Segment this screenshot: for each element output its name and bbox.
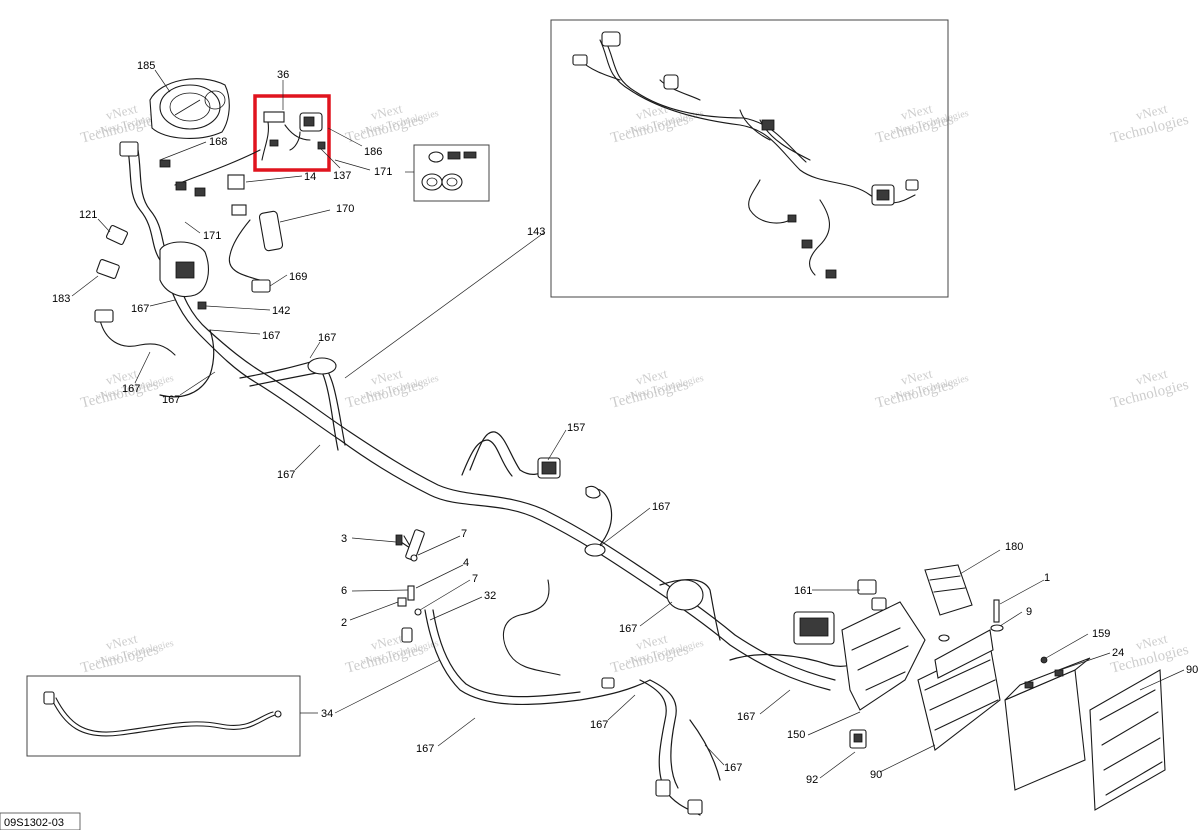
callout-9[interactable]: 9: [1026, 606, 1032, 618]
clip: [584, 543, 606, 557]
callout-90[interactable]: 90: [870, 769, 882, 781]
callout-161[interactable]: 161: [794, 585, 812, 597]
connector[interactable]: [687, 799, 703, 815]
callout-167[interactable]: 167: [590, 719, 608, 731]
callout-3[interactable]: 3: [341, 533, 347, 545]
grommet-kit[interactable]: [421, 151, 477, 191]
connector[interactable]: [94, 309, 114, 323]
callout-4[interactable]: 4: [463, 557, 469, 569]
callout-180[interactable]: 180: [1005, 541, 1023, 553]
callout-167[interactable]: 167: [131, 303, 149, 315]
callout-169[interactable]: 169: [289, 271, 307, 283]
watermark: vNext Technologies: [1109, 366, 1190, 412]
switch-92[interactable]: [849, 729, 867, 749]
highlight-box[interactable]: [253, 94, 331, 172]
fastener-set[interactable]: [395, 529, 425, 643]
watermark: vNext Technologies vNext Technologies: [609, 101, 705, 147]
gauge-cluster[interactable]: [149, 78, 230, 139]
watermark: vNext Technologies vNext Technologies: [874, 101, 970, 147]
callout-6[interactable]: 6: [341, 585, 347, 597]
diagram-code: 09S1302-03: [0, 812, 81, 831]
battery-tray[interactable]: [917, 629, 1001, 751]
callout-7[interactable]: 7: [461, 528, 467, 540]
watermark: vNext Technologies vNext Technologies: [79, 631, 175, 677]
callout-185[interactable]: 185: [137, 60, 155, 72]
coil-assembly[interactable]: [159, 241, 271, 310]
module-180[interactable]: [924, 564, 973, 616]
switch-assembly[interactable]: [261, 111, 326, 161]
inset-frame-harness-detail: [550, 19, 949, 298]
callout-167[interactable]: 167: [737, 711, 755, 723]
callout-36[interactable]: 36: [277, 69, 289, 81]
callout-92[interactable]: 92: [806, 774, 818, 786]
nut[interactable]: [1040, 656, 1048, 664]
callout-167[interactable]: 167: [262, 330, 280, 342]
watermark: vNext Technologies vNext Technologies: [344, 631, 440, 677]
callout-142[interactable]: 142: [272, 305, 290, 317]
callout-183[interactable]: 183: [52, 293, 70, 305]
watermark: vNext Technologies: [1109, 101, 1190, 147]
grommet: [307, 357, 337, 375]
callout-167[interactable]: 167: [277, 469, 295, 481]
diagram-code-text: 09S1302-03: [4, 817, 64, 829]
washer[interactable]: [990, 624, 1004, 632]
callout-137[interactable]: 137: [333, 170, 351, 182]
connector-157[interactable]: [537, 457, 601, 499]
harness-detail: [572, 31, 919, 279]
callout-143[interactable]: 143: [527, 226, 545, 238]
callout-167[interactable]: 167: [652, 501, 670, 513]
callout-150[interactable]: 150: [787, 729, 805, 741]
callout-90[interactable]: 90: [1186, 664, 1198, 676]
inset-frame-grommet-detail: [413, 144, 490, 202]
callout-186[interactable]: 186: [364, 146, 382, 158]
watermark: vNext Technologies vNext Technologies: [874, 366, 970, 412]
grommet: [666, 579, 704, 611]
callout-24[interactable]: 24: [1112, 647, 1124, 659]
callout-167[interactable]: 167: [318, 332, 336, 344]
fuse-box[interactable]: [793, 579, 926, 711]
connector-121[interactable]: [105, 224, 129, 246]
callout-170[interactable]: 170: [336, 203, 354, 215]
callout-157[interactable]: 157: [567, 422, 585, 434]
callout-171[interactable]: 171: [203, 230, 221, 242]
callout-7[interactable]: 7: [472, 573, 478, 585]
callout-167[interactable]: 167: [619, 623, 637, 635]
callout-1[interactable]: 1: [1044, 572, 1050, 584]
connector[interactable]: [655, 779, 671, 797]
relay-14[interactable]: [174, 149, 261, 216]
callout-167[interactable]: 167: [122, 383, 140, 395]
connector-183[interactable]: [96, 259, 120, 279]
callout-32[interactable]: 32: [484, 590, 496, 602]
connector[interactable]: [601, 677, 615, 689]
callout-2[interactable]: 2: [341, 617, 347, 629]
callout-171[interactable]: 171: [374, 166, 392, 178]
callout-34[interactable]: 34: [321, 708, 333, 720]
callout-167[interactable]: 167: [724, 762, 742, 774]
callout-labels: 185 36 168 186 137 14 171 170 121 171 16…: [52, 60, 1198, 786]
resistor-170[interactable]: [228, 210, 284, 281]
callout-167[interactable]: 167: [416, 743, 434, 755]
callout-159[interactable]: 159: [1092, 628, 1110, 640]
inset-frame-ground-cable: [26, 675, 301, 757]
battery[interactable]: [1004, 657, 1091, 791]
callout-14[interactable]: 14: [304, 171, 316, 183]
bolt[interactable]: [993, 599, 1000, 623]
connector-168[interactable]: [119, 141, 171, 168]
watermark: vNext Technologies vNext Technologies: [344, 366, 440, 412]
ground-cable[interactable]: [43, 691, 282, 737]
callout-168[interactable]: 168: [209, 136, 227, 148]
callout-121[interactable]: 121: [79, 209, 97, 221]
watermark: vNext Technologies vNext Technologies: [344, 101, 440, 147]
battery-strap[interactable]: [1089, 669, 1166, 811]
washer[interactable]: [938, 634, 950, 642]
callout-167[interactable]: 167: [162, 394, 180, 406]
leader-lines: [71, 69, 1185, 779]
watermark: vNext Technologies vNext Technologies: [609, 366, 705, 412]
